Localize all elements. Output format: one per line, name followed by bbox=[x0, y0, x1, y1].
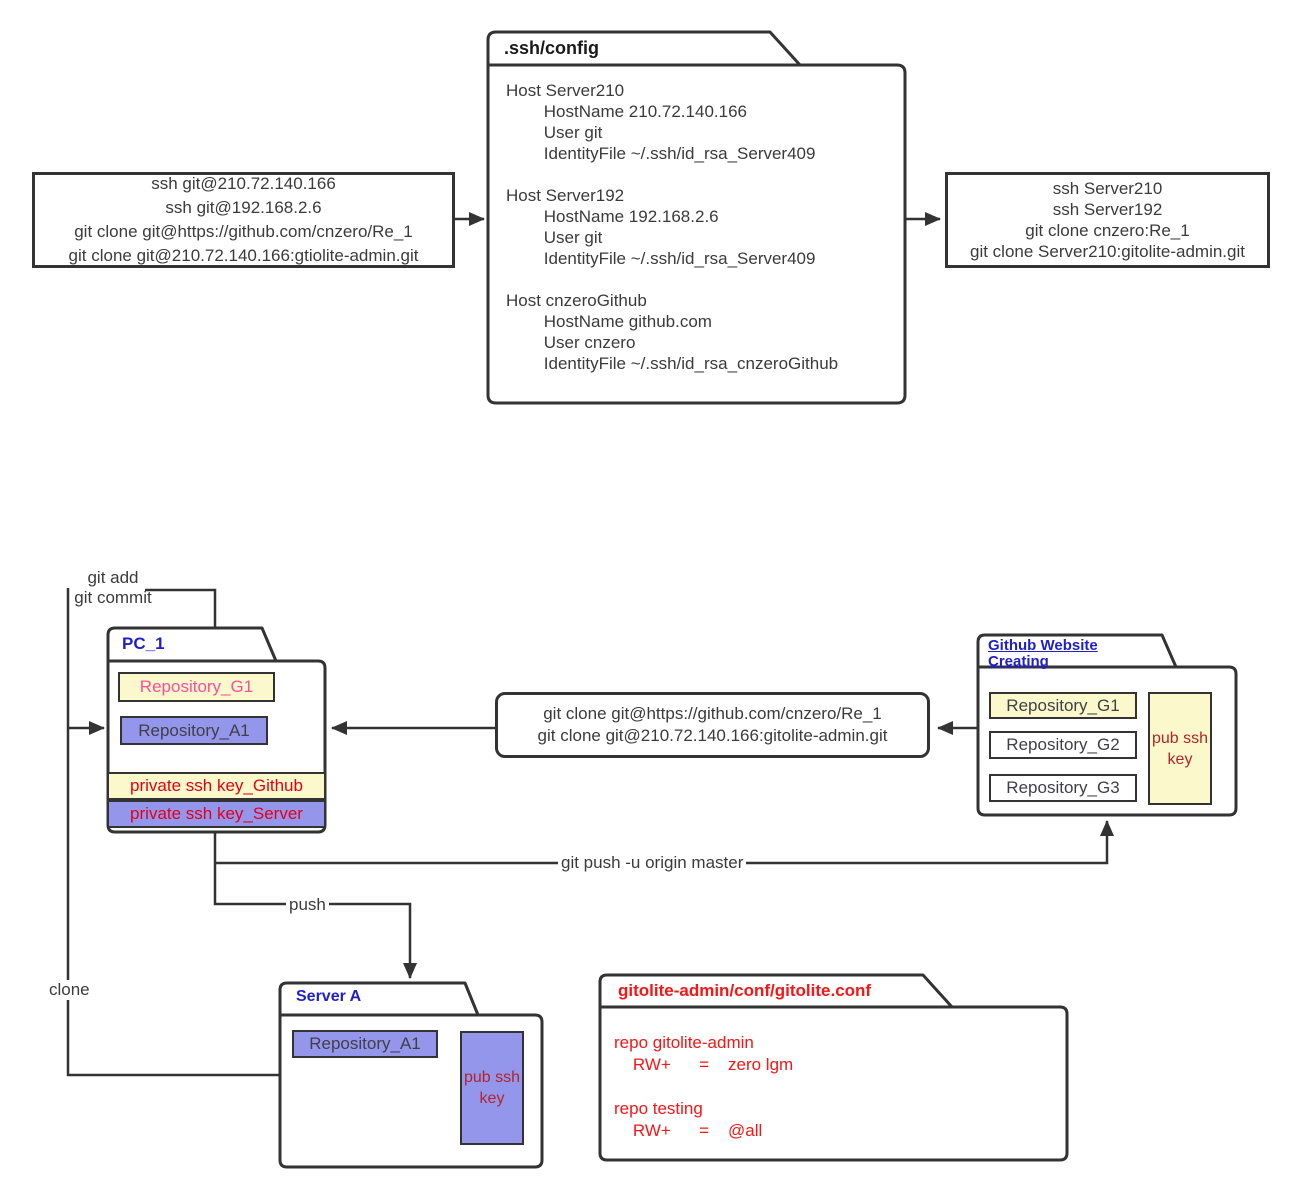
github-repository-g3: Repository_G3 bbox=[989, 774, 1137, 802]
ssh-alias-commands-text: ssh Server210 ssh Server192 git clone cn… bbox=[970, 179, 1245, 261]
server-a-pub-ssh-key: pub ssh key bbox=[460, 1031, 524, 1145]
gitolite-conf-folder-title: gitolite-admin/conf/gitolite.conf bbox=[618, 981, 872, 1000]
git-add-commit-label: git add git commit bbox=[74, 568, 152, 607]
gitolite-conf-folder-shape bbox=[598, 973, 1069, 1162]
ssh-config-folder-title: .ssh/config bbox=[504, 38, 600, 58]
pc1-repository-a1: Repository_A1 bbox=[120, 716, 268, 745]
github-folder-title: Github Website Creating bbox=[988, 637, 1098, 670]
server-a-repository-a1: Repository_A1 bbox=[292, 1030, 438, 1058]
git-push-label: git push -u origin master bbox=[558, 853, 747, 873]
git-clone-box: git clone git@https://github.com/cnzero/… bbox=[495, 692, 930, 758]
ssh-alias-commands-box: ssh Server210 ssh Server192 git clone cn… bbox=[945, 172, 1270, 268]
pc1-repository-g1: Repository_G1 bbox=[118, 672, 275, 702]
server-a-folder-title: Server A bbox=[296, 988, 362, 1005]
line-gitadd-loop-top bbox=[145, 588, 217, 628]
ssh-commands-box: ssh git@210.72.140.166 ssh git@192.168.2… bbox=[32, 172, 455, 268]
ssh-config-folder-shape bbox=[486, 30, 907, 405]
pc1-private-key-server: private ssh key_Server bbox=[107, 800, 326, 828]
gitolite-conf-content: repo gitolite-admin RW+ = zero lgm repo … bbox=[614, 1033, 794, 1140]
ssh-commands-text: ssh git@210.72.140.166 ssh git@192.168.2… bbox=[68, 174, 419, 265]
clone-label: clone bbox=[46, 980, 93, 1000]
github-pub-ssh-key: pub ssh key bbox=[1148, 692, 1212, 805]
git-clone-text: git clone git@https://github.com/cnzero/… bbox=[537, 704, 888, 745]
line-clone-vertical bbox=[66, 588, 281, 1077]
ssh-config-content: Host Server210 HostName 210.72.140.166 U… bbox=[506, 81, 839, 373]
github-repository-g1: Repository_G1 bbox=[989, 692, 1137, 719]
push-label: push bbox=[286, 895, 329, 915]
github-repository-g2: Repository_G2 bbox=[989, 731, 1137, 759]
pc1-private-key-github: private ssh key_Github bbox=[107, 772, 326, 800]
line-git-push-to-github bbox=[215, 820, 1114, 865]
pc1-folder-title: PC_1 bbox=[122, 634, 165, 653]
